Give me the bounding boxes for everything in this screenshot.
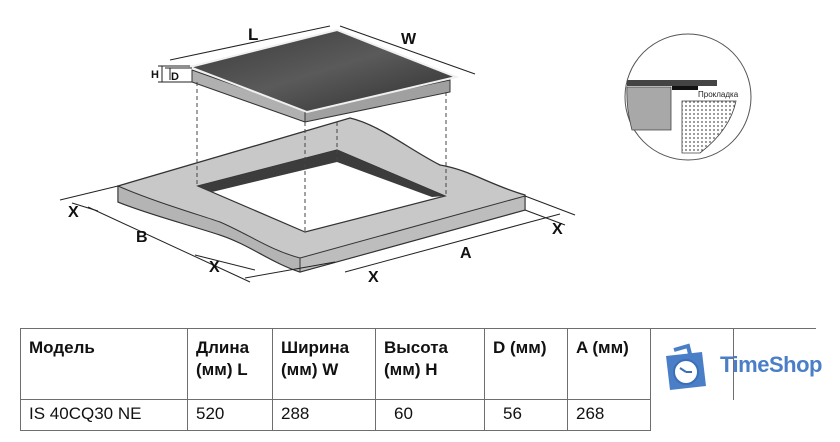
installation-diagram: L W H D X B X X A X Прокладка [59, 25, 752, 286]
header-model: Модель [20, 328, 188, 400]
projection-lines [196, 82, 447, 232]
label-W: W [401, 31, 417, 48]
dimension-lines [59, 25, 576, 283]
cell-a: 268 [567, 399, 651, 431]
shopping-bag-clock-icon [666, 343, 706, 390]
header-a: A (мм) [567, 328, 651, 400]
label-D: D [171, 71, 179, 83]
cell-d: 56 [484, 399, 568, 431]
label-H: H [151, 69, 159, 81]
cell-length: 520 [187, 399, 273, 431]
label-X-right: X [552, 221, 563, 238]
countertop [117, 117, 526, 273]
glass-top [186, 28, 460, 114]
header-length: Длина (мм) L [187, 328, 273, 400]
header-d: D (мм) [484, 328, 568, 400]
header-empty-2 [733, 328, 816, 400]
spec-table: Модель Длина (мм) L Ширина (мм) W Высота… [20, 328, 816, 431]
label-X-bottom-left: X [209, 259, 220, 276]
label-L: L [248, 25, 258, 44]
label-A: A [460, 245, 472, 262]
label-X-left: X [68, 204, 79, 221]
header-width: Ширина (мм) W [272, 328, 376, 400]
timeshop-watermark: TimeShop [660, 340, 840, 400]
cell-width: 288 [272, 399, 376, 431]
label-X-bottom: X [368, 269, 379, 286]
label-B: B [136, 229, 148, 246]
gasket-detail-inset: Прокладка [624, 33, 752, 161]
header-height: Высота (мм) H [375, 328, 485, 400]
table-header-row: Модель Длина (мм) L Ширина (мм) W Высота… [20, 328, 816, 400]
gasket-label: Прокладка [698, 90, 739, 99]
brand-name: TimeShop [720, 352, 822, 377]
table-row: IS 40CQ30 NE 520 288 60 56 268 [20, 399, 817, 431]
hob [186, 28, 460, 123]
cell-model: IS 40CQ30 NE [20, 399, 188, 431]
cell-height: 60 [375, 399, 485, 431]
